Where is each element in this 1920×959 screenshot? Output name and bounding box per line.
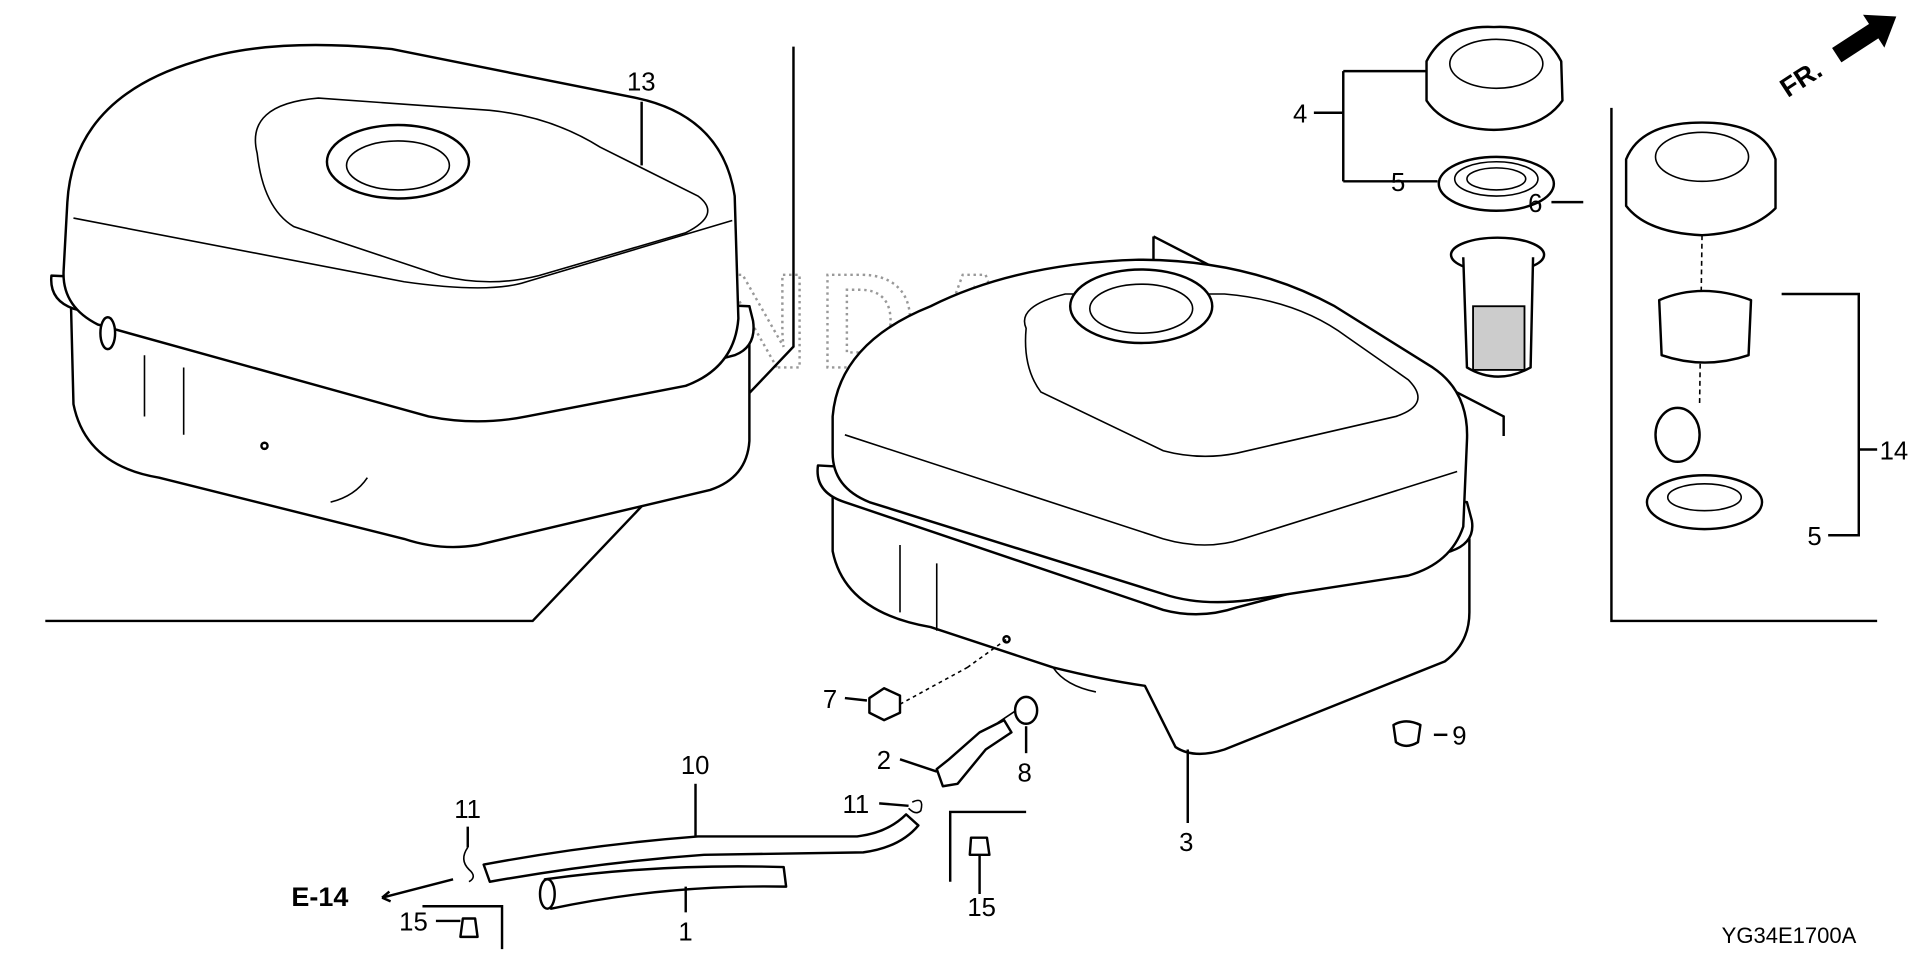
callout-3: 3: [1179, 829, 1193, 857]
fuel-tank-13: [50, 43, 755, 549]
callout-11-right: 11: [842, 791, 869, 819]
clip-11-right: [908, 799, 923, 814]
callout-7: 7: [823, 686, 837, 714]
callout-9: 9: [1452, 723, 1466, 751]
leader-lines: [381, 69, 1878, 923]
callout-10: 10: [681, 752, 710, 780]
fuel-tube-1: [538, 865, 788, 910]
reference-e14[interactable]: E-14: [291, 882, 348, 912]
fuel-tube-10: [482, 813, 920, 883]
fuel-strainer-6: [1449, 236, 1546, 378]
fuel-cap-assembly-14: [1624, 121, 1777, 463]
fuel-cap-4: [1425, 25, 1564, 132]
cap-nut-9: [1392, 720, 1422, 748]
clip-15-center: [968, 836, 991, 857]
bracket-15-center: [948, 810, 1027, 882]
front-direction-label: FR.: [1775, 54, 1828, 103]
seal-5-top: [1437, 155, 1556, 212]
clip-15-left: [459, 917, 479, 939]
front-direction-arrow: [1832, 14, 1897, 63]
fuel-tank-3: [816, 258, 1474, 756]
washer-8: [1013, 695, 1039, 726]
callout-15-center: 15: [967, 894, 996, 922]
bracket-15-left: [422, 905, 504, 950]
group-frame-right: [1610, 107, 1878, 623]
callout-14: 14: [1880, 437, 1909, 465]
callout-11-left: 11: [454, 796, 481, 824]
callout-6: 6: [1528, 190, 1542, 218]
callout-5-right: 5: [1807, 523, 1821, 551]
callout-5-top: 5: [1391, 169, 1405, 197]
bolt-7: [868, 638, 1007, 722]
callout-15-left: 15: [399, 909, 428, 937]
diagram-code: YG34E1700A: [1722, 923, 1857, 948]
callout-13: 13: [627, 69, 656, 97]
callout-2: 2: [877, 747, 891, 775]
seal-5-right: [1645, 473, 1764, 531]
fuel-valve-2: [935, 709, 1024, 788]
callout-8: 8: [1018, 759, 1032, 787]
callout-1: 1: [678, 919, 692, 947]
clip-11-left: [462, 847, 475, 883]
callout-4: 4: [1293, 101, 1307, 129]
